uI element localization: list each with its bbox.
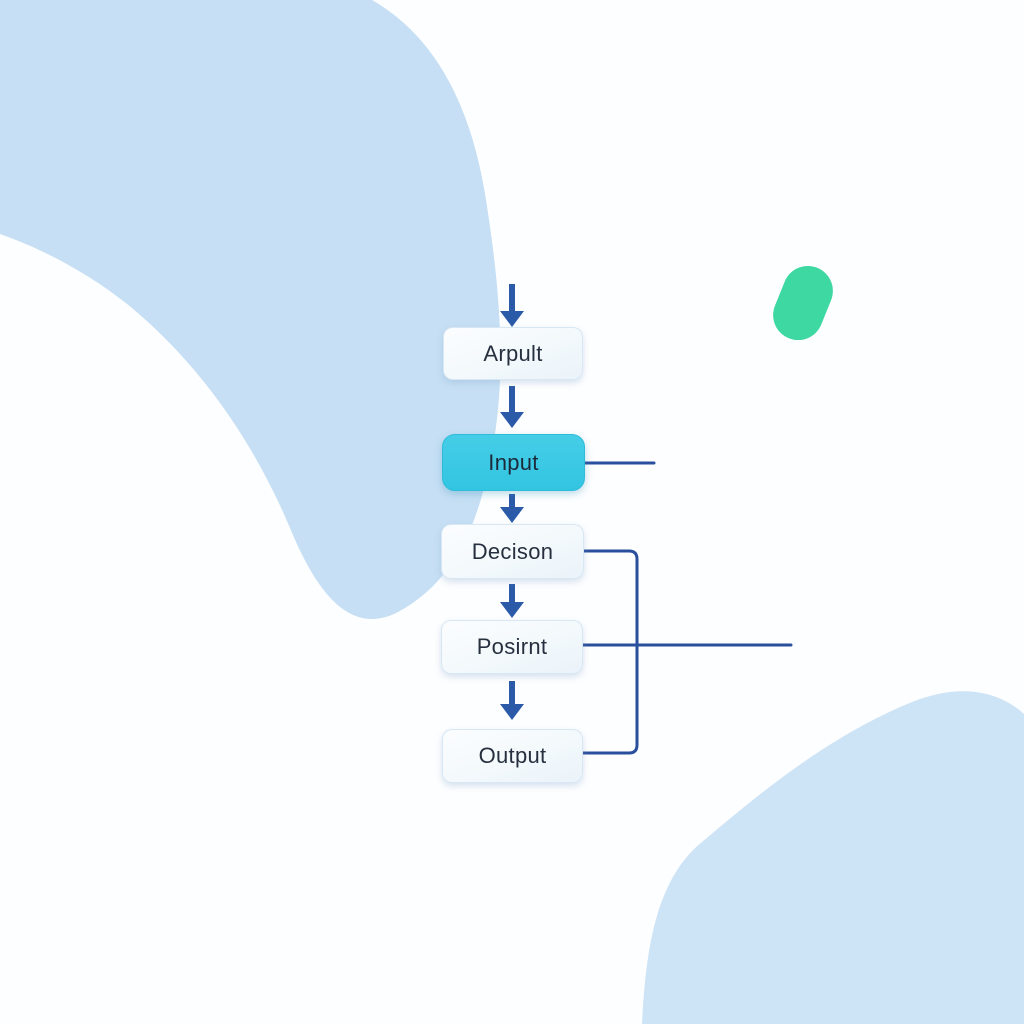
blob-bottom-right	[642, 691, 1024, 1024]
node-output[interactable]: Output	[442, 729, 583, 783]
flow-arrows	[500, 284, 524, 720]
blob-green-capsule	[773, 265, 833, 341]
node-decison[interactable]: Decison	[441, 524, 584, 579]
node-arpult-label: Arpult	[483, 340, 543, 366]
node-input-label: Input	[488, 449, 539, 475]
down-arrow-icon	[500, 681, 524, 720]
node-output-label: Output	[478, 743, 547, 768]
node-posirnt-label: Posirnt	[476, 634, 548, 659]
node-input[interactable]: Input	[442, 434, 585, 491]
down-arrow-icon	[500, 386, 524, 428]
node-decison-label: Decison	[471, 538, 554, 564]
node-posirnt[interactable]: Posirnt	[441, 620, 583, 674]
down-arrow-icon	[500, 284, 524, 327]
down-arrow-icon	[500, 494, 524, 523]
down-arrow-icon	[500, 584, 524, 618]
node-arpult[interactable]: Arpult	[443, 327, 583, 380]
blob-top-left	[0, 0, 501, 620]
connector-decison-output-bracket	[581, 549, 639, 755]
